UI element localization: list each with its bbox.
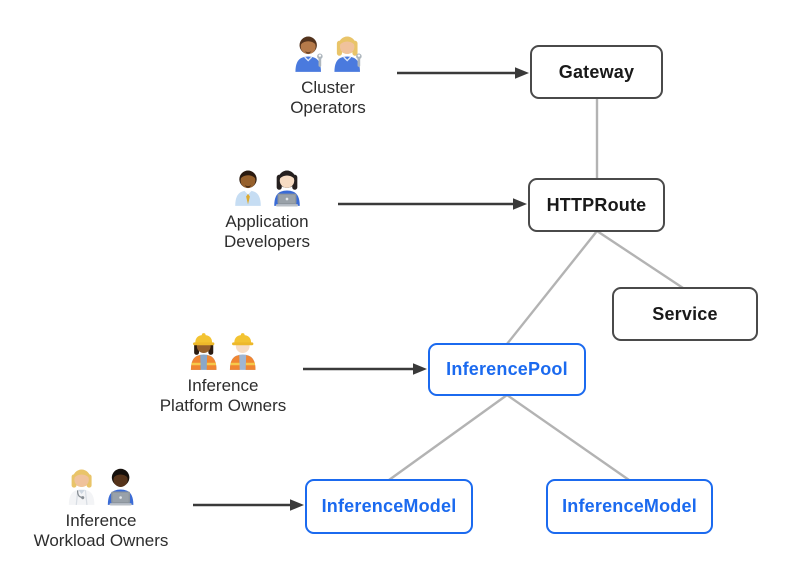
arrow-inference-workload-owners-to-inferencemodel <box>193 499 304 511</box>
cluster-operators-label: Cluster Operators <box>290 78 366 118</box>
man-construction-worker-emoji-icon <box>229 333 256 370</box>
edge-httproute-inferencepool <box>506 230 598 345</box>
persona-inference-platform-owners: Inference Platform Owners <box>160 331 287 416</box>
inference-platform-owners-emojis <box>186 331 261 371</box>
node-service: Service <box>612 287 758 341</box>
edge-inferencepool-inferencemodel-left <box>388 394 508 481</box>
hard-hat-icon <box>192 333 215 346</box>
laptop-icon <box>109 491 132 506</box>
node-inferencemodel-right-label: InferenceModel <box>562 496 697 516</box>
persona-cluster-operators: Cluster Operators <box>290 33 366 118</box>
inference-workload-owners-label-line1: Inference <box>65 511 137 530</box>
hard-hat-icon <box>231 333 254 346</box>
cluster-operators-emojis <box>291 33 366 73</box>
cluster-operators-label-line2: Operators <box>290 98 366 117</box>
arrow-application-developers-to-httproute <box>338 198 527 210</box>
node-inferencemodel-left: InferenceModel <box>305 479 473 534</box>
cluster-operators-label-line1: Cluster <box>301 78 355 97</box>
laptop-icon <box>275 193 298 207</box>
application-developers-label-line2: Developers <box>224 232 310 251</box>
inference-workload-owners-emojis <box>63 466 138 506</box>
tie-icon <box>245 193 250 205</box>
node-gateway-label: Gateway <box>558 61 635 82</box>
application-developers-emojis <box>230 167 305 207</box>
node-inferencemodel-right: InferenceModel <box>546 479 713 534</box>
node-inferencepool: InferencePool <box>428 343 586 396</box>
node-service-label: Service <box>652 303 718 324</box>
edge-httproute-service <box>596 229 684 290</box>
persona-application-developers: Application Developers <box>224 167 310 252</box>
inference-platform-owners-label: Inference Platform Owners <box>160 376 287 416</box>
arrow-cluster-operators-to-gateway <box>397 67 529 79</box>
node-inferencepool-label: InferencePool <box>446 359 568 379</box>
wrench-icon <box>356 53 362 67</box>
arrow-inference-platform-owners-to-inferencepool <box>303 363 427 375</box>
inference-platform-owners-label-line2: Platform Owners <box>159 396 287 415</box>
stethoscope-icon <box>76 490 85 500</box>
inference-workload-owners-label: Inference Workload Owners <box>34 511 169 551</box>
application-developers-label: Application Developers <box>224 212 310 252</box>
woman-construction-worker-emoji-icon <box>190 333 217 370</box>
wrench-icon <box>317 53 323 67</box>
node-httproute: HTTPRoute <box>528 178 665 232</box>
inference-workload-owners-label-line2: Workload Owners <box>33 531 169 550</box>
man-mechanic-emoji-icon <box>295 36 323 72</box>
node-httproute-label: HTTPRoute <box>546 194 647 215</box>
woman-technologist-emoji-icon <box>273 170 300 207</box>
node-inferencemodel-left-label: InferenceModel <box>321 496 457 516</box>
man-technologist-emoji-icon <box>107 468 134 506</box>
node-gateway: Gateway <box>530 45 663 99</box>
application-developers-label-line1: Application <box>225 212 309 231</box>
health-worker-emoji-icon <box>68 469 95 505</box>
persona-inference-workload-owners: Inference Workload Owners <box>34 466 169 551</box>
woman-mechanic-emoji-icon <box>334 36 362 72</box>
inference-platform-owners-label-line1: Inference <box>187 376 259 395</box>
edge-inferencepool-inferencemodel-right <box>506 394 630 481</box>
man-office-worker-emoji-icon <box>234 170 261 206</box>
